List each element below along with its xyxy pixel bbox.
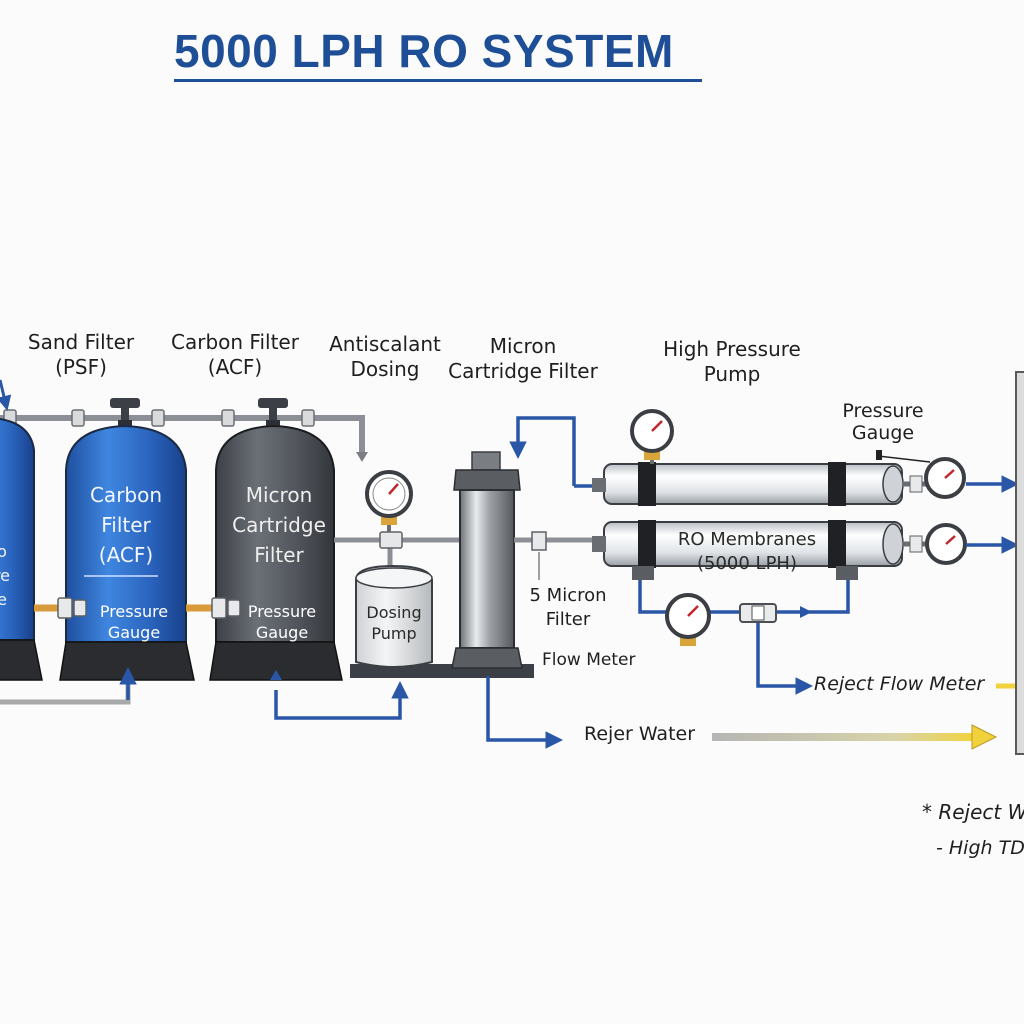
micron-cartridge-tank <box>209 398 343 681</box>
five-micron-valve <box>531 531 547 580</box>
bottom-pipe-arrow <box>270 670 282 680</box>
pipe-couplings <box>3 409 315 427</box>
sand-filter-tank <box>0 379 43 681</box>
partial-tank-label: oree <box>0 542 11 609</box>
ro-membrane-top <box>592 462 904 506</box>
dosing-valve <box>379 531 403 549</box>
reject-flow-meter-label: Reject Flow Meter <box>814 673 985 695</box>
permeate-outlets <box>966 475 1019 554</box>
dosing-pump-tank <box>350 564 534 678</box>
flow-meter-label: Flow Meter <box>542 650 636 670</box>
carbon-filter-tank <box>59 398 195 681</box>
reject-water-label: Rejer Water <box>584 723 696 745</box>
hp-gauge-icon <box>630 409 674 464</box>
ro-membranes-label: RO Membranes(5000 LPH) <box>677 529 817 574</box>
bottom-pipe-2 <box>119 667 409 720</box>
reject-arrow-mid <box>800 606 812 618</box>
reject-line <box>638 580 850 695</box>
header-pipe-arrow <box>356 452 368 462</box>
title-underline <box>174 79 702 82</box>
reject-gauge-icon <box>665 593 711 646</box>
note-line: - High TD <box>936 837 1024 859</box>
header-pipe <box>0 415 365 455</box>
valve-handles <box>57 597 241 619</box>
bottom-pipe-1 <box>0 680 131 705</box>
carbon-filter-label: Carbon Filter(ACF) <box>171 330 299 379</box>
pressure-gauge-icon <box>365 470 413 532</box>
page-title: 5000 LPH RO SYSTEM <box>174 25 674 77</box>
reject-flow-meter-icon <box>739 603 777 623</box>
outlet-gauge-top <box>876 450 966 499</box>
outlet-gauge-bottom <box>902 523 967 565</box>
right-frame <box>1015 371 1024 755</box>
cartridge-filter-housing <box>451 451 523 669</box>
note-title: * Reject W <box>922 800 1024 824</box>
sand-filter-label: Sand Filter(PSF) <box>27 330 135 379</box>
